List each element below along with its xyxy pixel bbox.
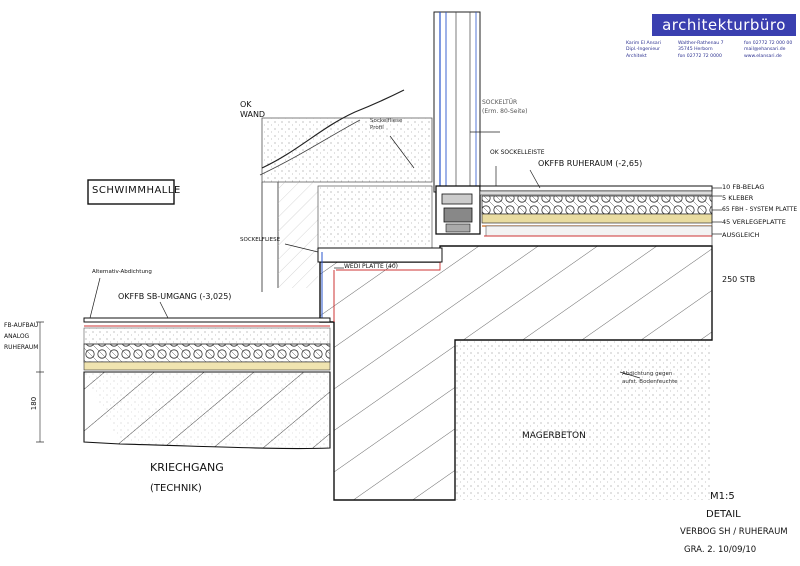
wedi-platte [317, 247, 443, 322]
label-alternativ-abdichtung: Alternativ-Abdichtung [92, 269, 152, 275]
label-magerbeton: MAGERBETON [522, 431, 586, 441]
label-okffb-ruheraum: OKFFB RUHERAUM (-2,65) [538, 159, 643, 168]
title-date: GRA. 2. 10/09/10 [684, 545, 757, 555]
label-sockelfliese: SOCKELFLIESE [240, 237, 281, 243]
sb-umgang-floor [83, 317, 331, 450]
leader-lines [36, 131, 722, 443]
layer-label: 250 STB [722, 275, 756, 284]
layer-label: 10 FB-BELAG [722, 183, 765, 191]
label-technik: (TECHNIK) [150, 483, 202, 494]
label-sockelfliese-profil: Sockelfliese Profil [370, 118, 403, 131]
architect-stamp: architekturbüro Karim El Ansari Dipl.-In… [620, 14, 798, 70]
label-wedi-platte: WEDI PLATTE (40) [344, 263, 398, 270]
stamp-col-1: Karim El Ansari Dipl.-Ingenieur Architek… [626, 41, 661, 60]
stamp-text: 35745 Herborn [678, 47, 713, 53]
door-frame [433, 11, 481, 235]
ruheraum-floor [479, 185, 713, 237]
label-sockeltuer: SOCKELTÜR (Erm. 80-Seite) [482, 99, 528, 115]
schwimmhalle-box [87, 179, 175, 205]
layer-label: 45 VERLEGEPLATTE [722, 218, 786, 226]
upper-wall [259, 89, 433, 292]
stamp-logo: architekturbüro [652, 14, 796, 36]
label-ok-wand: OK WAND [240, 100, 266, 119]
stamp-col-3: fon 02772 72 000 00 mail@ehansari.de www… [744, 41, 792, 60]
label-ok-sockelleiste: OK SOCKELLEISTE [490, 149, 545, 156]
stamp-text: Walther-Rathenau 7 [678, 41, 724, 46]
stamp-text: mail@ehansari.de [744, 47, 786, 53]
title-detail: DETAIL [706, 509, 741, 520]
stamp-col-2: Walther-Rathenau 7 35745 Herborn fon 027… [678, 41, 724, 60]
label-kriechgang: KRIECHGANG [150, 461, 224, 474]
layer-label: 5 KLEBER [722, 194, 754, 202]
label-dim-180: 180 [30, 396, 39, 411]
label-schwimmhalle: SCHWIMMHALLE [92, 185, 181, 196]
title-scale: M1:5 [710, 491, 735, 502]
stamp-text: fon 02772 72 0000 [678, 53, 722, 59]
layer-label: AUSGLEICH [722, 231, 760, 239]
stamp-text: Architekt [626, 53, 647, 59]
stamp-text: fon 02772 72 000 00 [744, 41, 793, 46]
title-description: VERBOG SH / RUHERAUM [680, 527, 788, 537]
label-fb-aufbau: FB-AUFBAU ANALOG RUHERAUM [4, 322, 39, 351]
stamp-text: Dipl.-Ingenieur [626, 47, 660, 53]
label-abdichtung-note: Abdichtung gegen aufst. Bodenfeuchte [622, 371, 678, 385]
label-okffb-sb-umgang: OKFFB SB-UMGANG (-3,025) [118, 292, 232, 301]
stamp-text: www.elansari.de [744, 53, 782, 59]
layer-label: 65 FBH - SYSTEM PLATTE [722, 206, 798, 213]
stamp-text: Karim El Ansari [626, 41, 661, 46]
